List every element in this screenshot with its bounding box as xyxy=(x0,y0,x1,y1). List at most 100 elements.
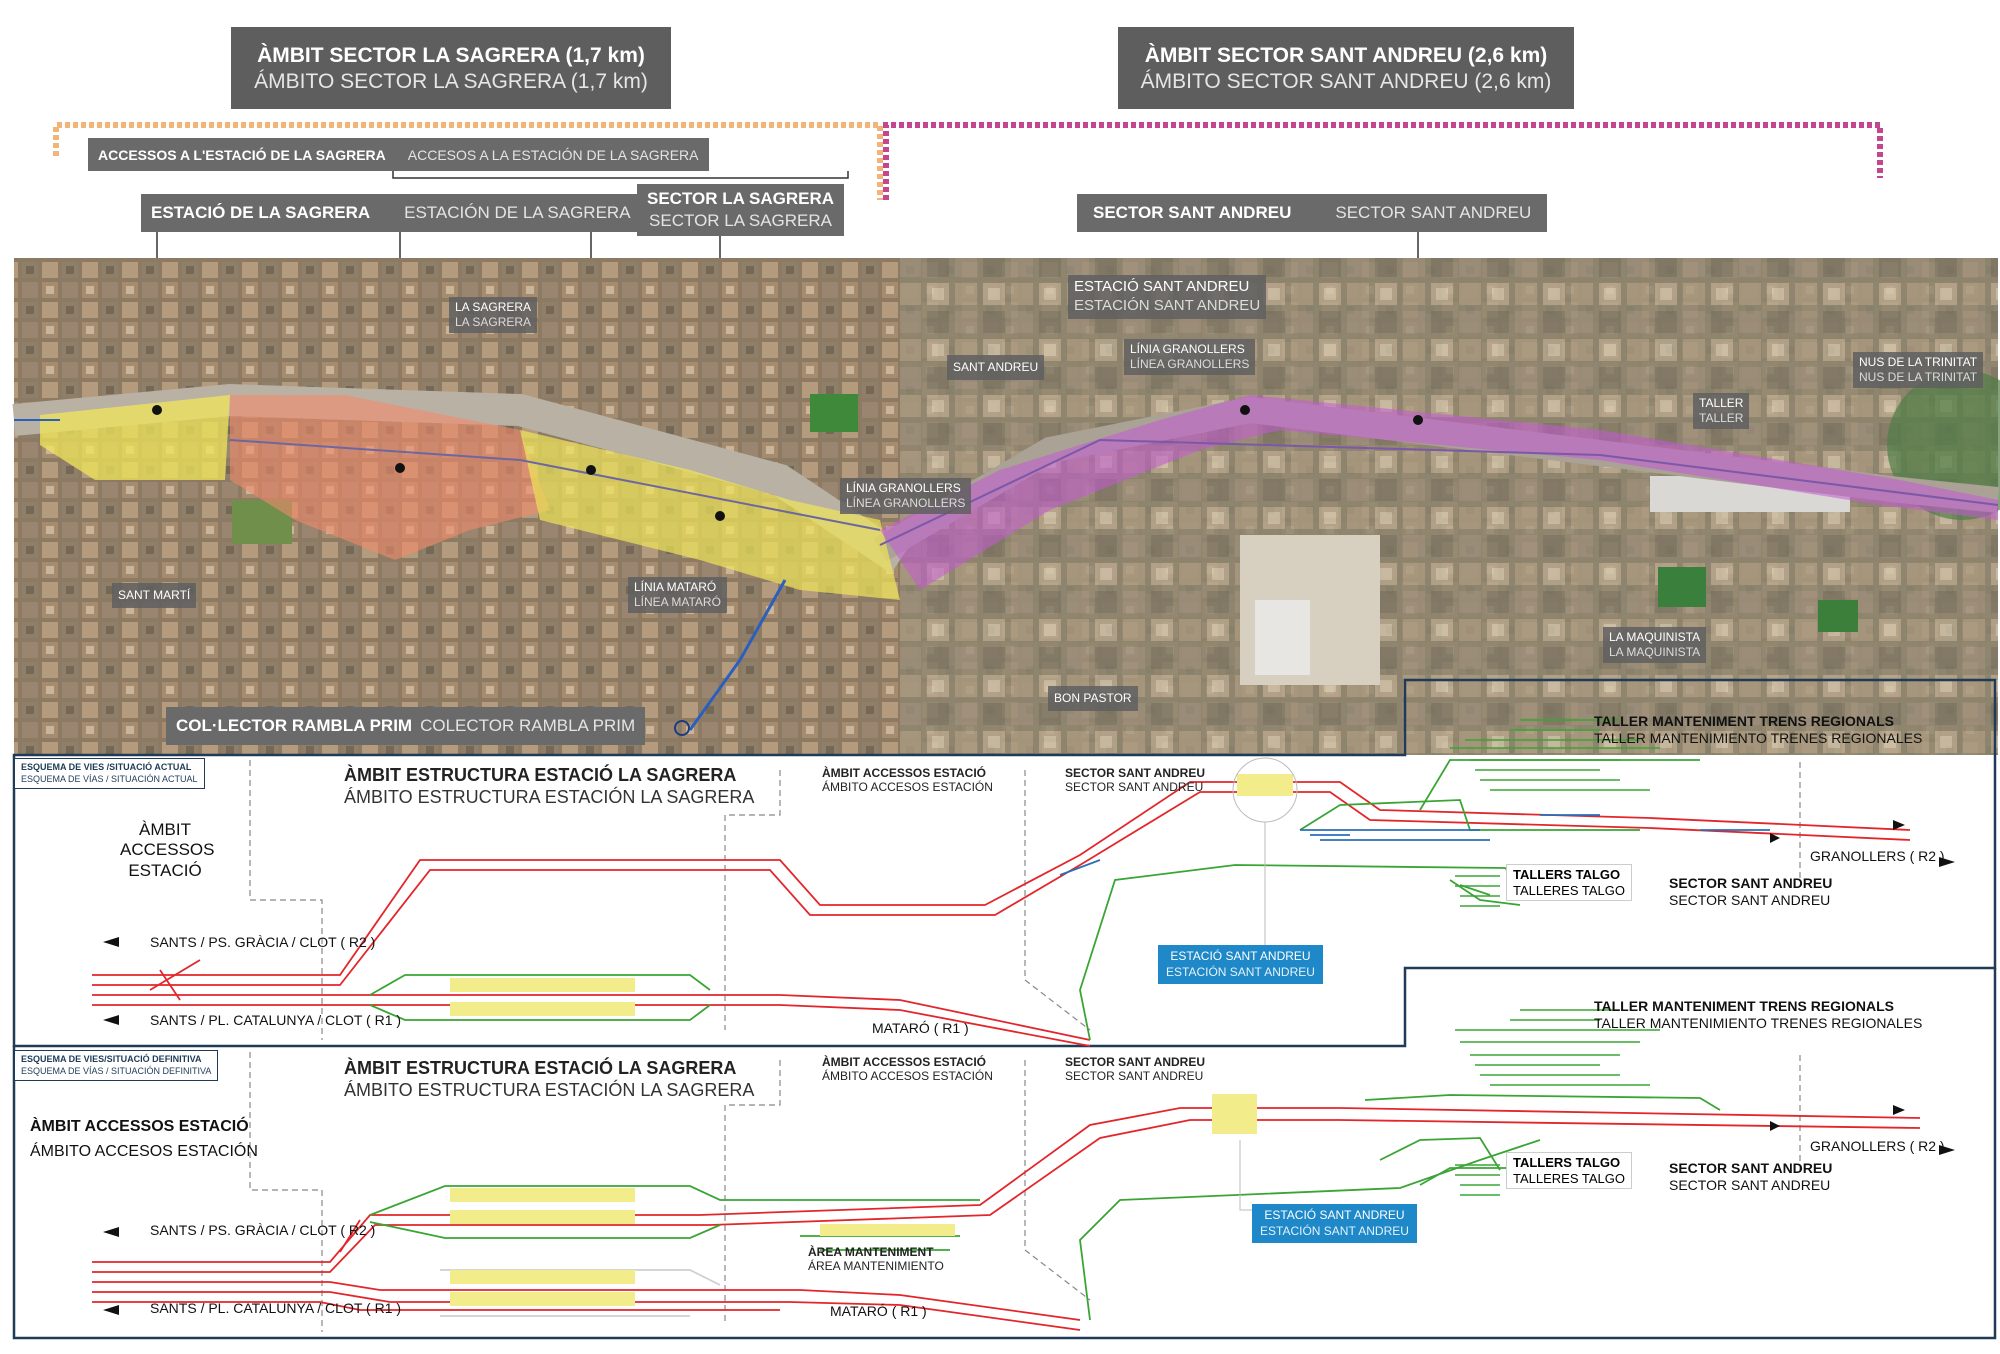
map-label-linia-granollers-mid: LÍNIA GRANOLLERS LÍNEA GRANOLLERS xyxy=(840,478,972,514)
scheme-def-granollers: GRANOLLERS ( R2 ) xyxy=(1810,1138,1945,1155)
map-label-taller-ca: TALLER xyxy=(1699,396,1744,410)
scheme-def-estacio-sant-andreu: ESTACIÓ SANT ANDREU ESTACIÓN SANT ANDREU xyxy=(1252,1204,1417,1244)
scheme-actual-box: ESQUEMA DE VIES /SITUACIÓ ACTUAL ESQUEMA… xyxy=(14,758,205,790)
tag-estacio-es: ESTACIÓN DE LA SAGRERA xyxy=(404,203,631,222)
scheme-actual-estacio-sant-andreu-es: ESTACIÓN SANT ANDREU xyxy=(1166,964,1315,979)
tag-sector-sant-andreu-es: SECTOR SANT ANDREU xyxy=(1335,203,1532,222)
aerial-map xyxy=(12,258,2000,755)
scheme-def-sector-small: SECTOR SANT ANDREU SECTOR SANT ANDREU xyxy=(1065,1055,1205,1084)
scheme-def-ambit-estructura-es: ÁMBITO ESTRUCTURA ESTACIÓN LA SAGRERA xyxy=(344,1079,755,1100)
map-label-sant-marti: SANT MARTÍ xyxy=(112,583,197,608)
header-sagrera-es: ÁMBITO SECTOR LA SAGRERA (1,7 km) xyxy=(254,70,648,94)
scheme-def-sector-sant-andreu-es: SECTOR SANT ANDREU xyxy=(1669,1176,1831,1193)
scheme-dividers xyxy=(249,760,1801,1332)
map-label-bon-pastor-text: BON PASTOR xyxy=(1054,691,1132,705)
scheme-actual-mataro: MATARÓ ( R1 ) xyxy=(872,1020,969,1037)
scheme-actual-taller-regionals: TALLER MANTENIMENT TRENS REGIONALS TALLE… xyxy=(1594,713,1922,747)
scheme-actual-sector-small-ca: SECTOR SANT ANDREU xyxy=(1065,766,1206,780)
tag-estacio-ca: ESTACIÓ DE LA SAGRERA xyxy=(151,203,371,222)
scheme-def-sants-catalunya: SANTS / PL. CATALUNYA / CLOT ( R1 ) xyxy=(150,1300,401,1317)
scheme-actual-sants-catalunya-l1: SANTS / PL. CATALUNYA xyxy=(150,1012,314,1028)
scheme-def-sector-small-es: SECTOR SANT ANDREU xyxy=(1065,1069,1204,1084)
map-label-la-maquinista: LA MAQUINISTA LA MAQUINISTA xyxy=(1603,627,1707,663)
scheme-def-area-manteniment-es: ÁREA MANTENIMIENTO xyxy=(808,1259,944,1274)
scheme-actual-granollers-text: GRANOLLERS ( R2 ) xyxy=(1810,848,1945,864)
scheme-actual-sector-small-es: SECTOR SANT ANDREU xyxy=(1065,780,1204,795)
scheme-def-taller-regionals-ca: TALLER MANTENIMENT TRENS REGIONALS xyxy=(1594,998,1894,1014)
scheme-def-taller-regionals: TALLER MANTENIMENT TRENS REGIONALS TALLE… xyxy=(1594,998,1922,1032)
map-label-bon-pastor: BON PASTOR xyxy=(1048,686,1138,711)
scheme-def-mataro: MATARÓ ( R1 ) xyxy=(830,1303,927,1320)
map-label-linia-mataro-es: LÍNEA MATARÓ xyxy=(634,595,721,609)
map-label-la-sagrera-es: LA SAGRERA xyxy=(455,315,532,329)
scheme-actual-taller-regionals-ca: TALLER MANTENIMENT TRENS REGIONALS xyxy=(1594,713,1894,729)
scheme-actual-taller-regionals-es: TALLER MANTENIMIENTO TRENES REGIONALES xyxy=(1594,729,1923,746)
tag-sector-sagrera-es: SECTOR LA SAGRERA xyxy=(649,211,832,230)
map-label-linia-mataro-ca: LÍNIA MATARÓ xyxy=(634,580,717,594)
map-label-sant-andreu: SANT ANDREU xyxy=(947,355,1045,380)
map-label-linia-granollers-top-es: LÍNEA GRANOLLERS xyxy=(1130,357,1250,371)
scheme-actual-ambit-accessos-ca: ÀMBIT ACCESSOS ESTACIÓ xyxy=(822,766,987,780)
scheme-def-tallers-talgo-es: TALLERES TALGO xyxy=(1513,1170,1625,1186)
scheme-def-ambit-accessos-left-es: ÁMBITO ACCESOS ESTACIÓN xyxy=(30,1142,258,1160)
map-label-taller-es: TALLER xyxy=(1699,411,1744,425)
scheme-actual-estacio-sant-andreu: ESTACIÓ SANT ANDREU ESTACIÓN SANT ANDREU xyxy=(1158,945,1323,985)
scheme-actual-sants-catalunya-l2: / CLOT ( R1 ) xyxy=(317,1012,402,1028)
map-label-linia-granollers-mid-ca: LÍNIA GRANOLLERS xyxy=(846,481,961,495)
map-label-la-maquinista-ca: LA MAQUINISTA xyxy=(1609,630,1701,644)
scheme-actual-ambit-accessos-left: ÀMBIT ACCESSOS ESTACIÓ xyxy=(120,820,214,881)
scheme-actual-ambit-accessos-left-text: ÀMBIT ACCESSOS ESTACIÓ xyxy=(120,820,215,880)
scheme-actual-estacio-sant-andreu-ca: ESTACIÓ SANT ANDREU xyxy=(1170,949,1311,963)
scheme-def-estacio-sant-andreu-ca: ESTACIÓ SANT ANDREU xyxy=(1264,1208,1405,1222)
scheme-def-ambit-accessos-left: ÀMBIT ACCESSOS ESTACIÓ ÁMBITO ACCESOS ES… xyxy=(30,1115,258,1165)
scheme-def-sants-catalunya-l2: / CLOT ( R1 ) xyxy=(317,1300,402,1316)
scheme-actual-ambit-accessos: ÀMBIT ACCESSOS ESTACIÓ ÁMBITO ACCESOS ES… xyxy=(822,766,993,795)
scheme-def-tallers-talgo: TALLERS TALGO TALLERES TALGO xyxy=(1506,1152,1632,1190)
direction-arrows xyxy=(103,820,1955,1315)
scheme-actual-ambit-estructura: ÀMBIT ESTRUCTURA ESTACIÓ LA SAGRERA ÁMBI… xyxy=(344,765,754,808)
map-label-taller: TALLER TALLER xyxy=(1693,393,1750,429)
tag-estacio: ESTACIÓ DE LA SAGRERA ESTACIÓN DE LA SAG… xyxy=(141,194,641,232)
scheme-def-box-es: ESQUEMA DE VÍAS / SITUACIÓN DEFINITIVA xyxy=(21,1065,212,1076)
scheme-def-box: ESQUEMA DE VIES/SITUACIÓ DEFINITIVA ESQU… xyxy=(14,1050,219,1082)
scheme-def-area-manteniment: ÀREA MANTENIMENT ÁREA MANTENIMIENTO xyxy=(808,1245,944,1274)
scheme-def-taller-regionals-es: TALLER MANTENIMIENTO TRENES REGIONALES xyxy=(1594,1014,1923,1031)
scheme-actual-tallers-talgo-es: TALLERES TALGO xyxy=(1513,882,1625,898)
map-label-linia-granollers-top-ca: LÍNIA GRANOLLERS xyxy=(1130,342,1245,356)
tag-sector-sant-andreu: SECTOR SANT ANDREU SECTOR SANT ANDREU xyxy=(1077,194,1548,232)
scheme-def-sants-gracia-l1: SANTS / PS. GRÀCIA xyxy=(150,1222,288,1238)
scheme-def-ambit-accessos-left-ca: ÀMBIT ACCESSOS ESTACIÓ xyxy=(30,1118,249,1135)
header-sagrera-ca: ÀMBIT SECTOR LA SAGRERA (1,7 km) xyxy=(257,44,645,67)
map-label-linia-granollers-mid-es: LÍNEA GRANOLLERS xyxy=(846,496,966,510)
tag-accessos-es: ACCESOS A LA ESTACIÓN DE LA SAGRERA xyxy=(407,146,699,163)
map-label-nus-trinitat-ca: NUS DE LA TRINITAT xyxy=(1859,355,1978,369)
scheme-def-tracks xyxy=(92,1009,1921,1331)
scheme-def-sants-gracia-l2: / CLOT ( R2 ) xyxy=(291,1222,376,1238)
scheme-actual-tallers-talgo-ca: TALLERS TALGO xyxy=(1513,867,1621,882)
scheme-def-ambit-accessos: ÀMBIT ACCESSOS ESTACIÓ ÁMBITO ACCESOS ES… xyxy=(822,1055,993,1084)
header-sant-andreu-es: ÁMBITO SECTOR SANT ANDREU (2,6 km) xyxy=(1140,70,1552,94)
leader-dots xyxy=(152,405,1423,521)
scheme-actual-ambit-estructura-es: ÁMBITO ESTRUCTURA ESTACIÓN LA SAGRERA xyxy=(344,786,755,807)
scheme-def-area-manteniment-ca: ÀREA MANTENIMENT xyxy=(808,1245,934,1259)
map-label-estacio-sant-andreu-es: ESTACIÓN SANT ANDREU xyxy=(1074,296,1261,314)
map-label-collector-ca: COL·LECTOR RAMBLA PRIM xyxy=(176,716,413,735)
header-sant-andreu-ca: ÀMBIT SECTOR SANT ANDREU (2,6 km) xyxy=(1144,44,1548,67)
map-label-collector: COL·LECTOR RAMBLA PRIM COLECTOR RAMBLA P… xyxy=(166,707,646,745)
map-label-nus-trinitat: NUS DE LA TRINITAT NUS DE LA TRINITAT xyxy=(1853,352,1984,388)
map-label-sant-andreu-text: SANT ANDREU xyxy=(953,360,1039,374)
map-label-collector-es: COLECTOR RAMBLA PRIM xyxy=(420,716,636,735)
scheme-actual-sector-sant-andreu-ca: SECTOR SANT ANDREU xyxy=(1669,875,1833,891)
map-label-linia-granollers-top: LÍNIA GRANOLLERS LÍNEA GRANOLLERS xyxy=(1124,339,1256,375)
scheme-actual-tracks xyxy=(92,719,1911,1047)
scheme-def-sants-catalunya-l1: SANTS / PL. CATALUNYA xyxy=(150,1300,314,1316)
scheme-actual-tallers-talgo: TALLERS TALGO TALLERES TALGO xyxy=(1506,864,1632,902)
tag-accessos: ACCESSOS A L'ESTACIÓ DE LA SAGRERA ACCES… xyxy=(88,138,709,171)
scheme-actual-granollers: GRANOLLERS ( R2 ) xyxy=(1810,848,1945,865)
scheme-frames xyxy=(12,678,1997,1340)
scheme-actual-box-ca: ESQUEMA DE VIES /SITUACIÓ ACTUAL xyxy=(21,762,192,772)
tag-accessos-ca: ACCESSOS A L'ESTACIÓ DE LA SAGRERA xyxy=(98,146,386,163)
scheme-def-ambit-estructura-ca: ÀMBIT ESTRUCTURA ESTACIÓ LA SAGRERA xyxy=(344,1058,737,1078)
map-label-estacio-sant-andreu-ca: ESTACIÓ SANT ANDREU xyxy=(1074,278,1250,295)
